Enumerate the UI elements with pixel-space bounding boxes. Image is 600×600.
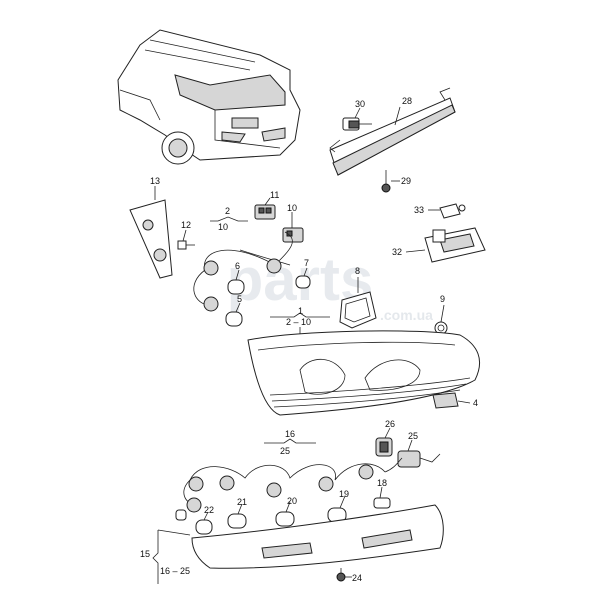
callout-1: 1 xyxy=(298,306,303,316)
part-11-connector xyxy=(254,204,276,220)
callout-4: 4 xyxy=(473,398,478,408)
callout-15: 15 xyxy=(140,549,150,559)
part-16-wiring-harness xyxy=(183,457,403,513)
part-17-bulb xyxy=(175,509,187,521)
callout-2: 2 xyxy=(225,206,230,216)
callout-1-range: 2 – 10 xyxy=(286,317,311,327)
part-33-bulb xyxy=(439,203,466,219)
part-6-bulb xyxy=(227,279,245,295)
callout-11: 11 xyxy=(270,190,279,200)
part-29-screw xyxy=(381,170,391,193)
part-1-tail-light xyxy=(247,330,480,416)
callout-5: 5 xyxy=(237,294,242,304)
callout-22: 22 xyxy=(204,505,214,515)
part-8-gasket xyxy=(339,291,377,329)
vehicle-illustration xyxy=(117,29,301,165)
part-4-foam-pad xyxy=(432,392,459,409)
callout-24: 24 xyxy=(352,573,362,583)
callout-26: 26 xyxy=(385,419,395,429)
part-28-brake-light xyxy=(329,87,456,176)
callout-13: 13 xyxy=(150,176,160,186)
callout-6: 6 xyxy=(235,261,240,271)
part-13-lamp-section xyxy=(129,199,173,279)
callout-28: 28 xyxy=(402,96,412,106)
watermark-subtext: .com.ua xyxy=(380,307,433,323)
part-32-plate-light xyxy=(424,227,486,263)
part-22-bulb xyxy=(195,519,213,535)
callout-18: 18 xyxy=(377,478,387,488)
part-21-bulb xyxy=(227,513,247,529)
callout-19: 19 xyxy=(339,489,349,499)
part-26-bulb-holder xyxy=(375,437,393,457)
callout-16: 16 xyxy=(285,429,295,439)
callout-10: 10 xyxy=(287,203,297,213)
callout-30: 30 xyxy=(355,99,365,109)
part-15-lower-lamp xyxy=(191,504,444,569)
callout-12: 12 xyxy=(181,220,191,230)
callout-9: 9 xyxy=(440,294,445,304)
part-7-bulb xyxy=(295,275,311,289)
part-20-bulb xyxy=(275,511,295,527)
part-5-bulb xyxy=(225,311,243,327)
callout-21: 21 xyxy=(237,497,247,507)
part-2-wiring-harness xyxy=(193,231,293,312)
part-10-connector xyxy=(282,227,304,243)
callout-29: 29 xyxy=(401,176,411,186)
part-25-connector xyxy=(397,450,441,468)
part-24-screw xyxy=(336,568,346,582)
part-12-screw xyxy=(177,240,195,250)
callout-7: 7 xyxy=(304,258,309,268)
callout-33: 33 xyxy=(414,205,424,215)
part-30-bulb-holder xyxy=(342,117,372,131)
callout-8: 8 xyxy=(355,266,360,276)
part-18-bulb xyxy=(373,497,391,509)
callout-25: 25 xyxy=(408,431,418,441)
callout-15-range: 16 – 25 xyxy=(160,566,190,576)
callout-16-range: 25 xyxy=(280,446,290,456)
callout-32: 32 xyxy=(392,247,402,257)
callout-20: 20 xyxy=(287,496,297,506)
callout-2-range: 10 xyxy=(218,222,228,232)
